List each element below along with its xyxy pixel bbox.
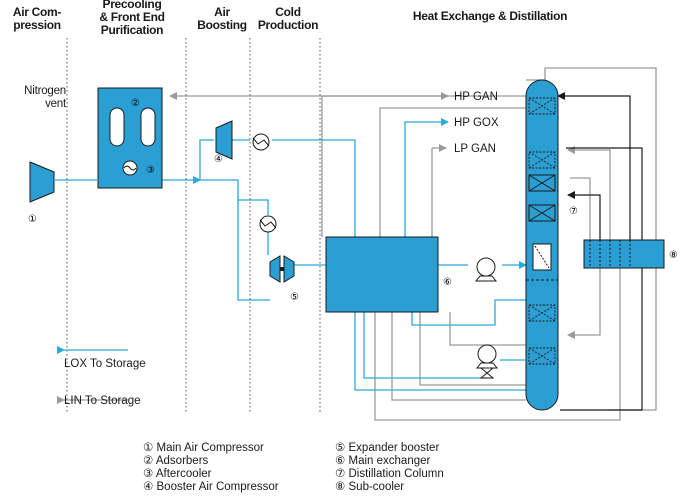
lox-pump-icon — [474, 257, 498, 282]
header-air-compression: Air Com-pression — [12, 5, 62, 32]
header-heat-exchange: Heat Exchange & Distillation — [412, 9, 568, 23]
marker-7: ⑦ — [569, 206, 578, 217]
main-exchanger — [325, 236, 439, 313]
nitrogen-lines — [57, 67, 657, 421]
expander-booster — [269, 255, 295, 283]
sub-cooler — [583, 239, 665, 269]
marker-1: ① — [28, 214, 37, 225]
legend-item: ③ Aftercooler — [143, 468, 212, 480]
lin-pump-icon — [475, 344, 499, 369]
booster-air-compressor — [215, 120, 233, 160]
valve-icon — [479, 367, 495, 379]
legend-item: ⑤ Expander booster — [335, 442, 440, 454]
lin-storage-label: LIN To Storage — [64, 395, 141, 407]
hp-gox-label: HP GOX — [454, 117, 499, 129]
marker-4: ④ — [214, 154, 223, 165]
marker-2: ② — [131, 98, 140, 109]
adsorber-1 — [109, 107, 125, 147]
legend-right: ⑤ Expander booster ⑥ Main exchanger ⑦ Di… — [335, 442, 444, 494]
marker-6: ⑥ — [443, 277, 452, 288]
legend-item: ① Main Air Compressor — [143, 442, 264, 454]
marker-8: ⑧ — [669, 250, 678, 261]
legend-item: ⑧ Sub-cooler — [335, 481, 405, 493]
legend-item: ② Adsorbers — [143, 455, 209, 467]
booster-cooler-icon — [252, 133, 270, 151]
air-lines — [55, 118, 527, 391]
precooling-unit — [97, 87, 163, 189]
adsorber-2 — [140, 107, 156, 147]
legend-item: ④ Booster Air Compressor — [143, 481, 279, 493]
marker-5: ⑤ — [290, 292, 299, 303]
main-air-compressor — [29, 161, 55, 203]
lox-storage-label: LOX To Storage — [64, 358, 146, 370]
marker-3: ③ — [146, 165, 155, 176]
legend-left: ① Main Air Compressor ② Adsorbers ③ Afte… — [143, 442, 279, 494]
column-internal-lines — [557, 92, 643, 411]
legend-item: ⑦ Distillation Column — [335, 468, 444, 480]
legend-item: ⑥ Main exchanger — [335, 455, 431, 467]
expander-cooler-icon — [259, 215, 277, 233]
lp-gan-label: LP GAN — [454, 143, 496, 155]
distillation-column — [525, 79, 559, 411]
hp-gan-label: HP GAN — [454, 91, 498, 103]
